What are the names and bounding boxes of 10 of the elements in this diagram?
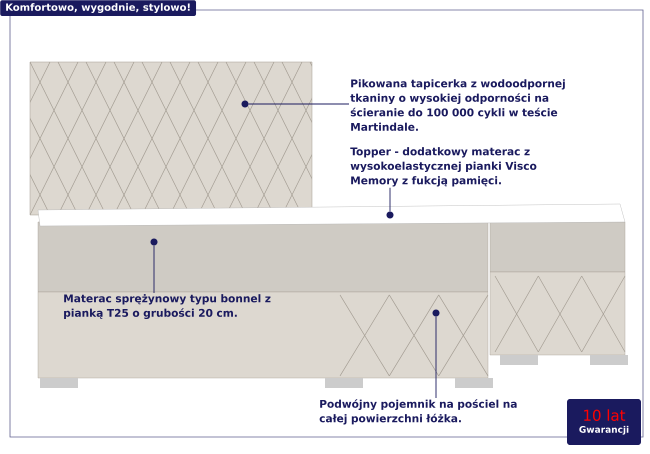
marker-dot [242,100,248,108]
callout-text: Podwójny pojemnik na pościel na całej powierzchni łóżka. [320,399,517,424]
callout-text: Pikowana tapicerka z wodoodpornej tkaniny o wysokiej odporności na ścieranie do 100 000 cykli w teście Martindale. [350,79,565,131]
marker-dot [432,310,440,316]
marker-dot [386,212,394,218]
callout-text: Topper - dodatkowy materac z wysokoelastycznej pianki Visco Memory z fukcją pamięci. [350,147,536,187]
title-banner: Komfortowo, wygodnie, stylowo! [0,0,196,16]
marker-dot [150,238,158,246]
callout-text: Materac sprężynowy typu bonnel z pianką T25 o grubości 20 cm. [64,294,270,320]
warranty-badge: 10 lat Gwarancji [567,399,641,445]
